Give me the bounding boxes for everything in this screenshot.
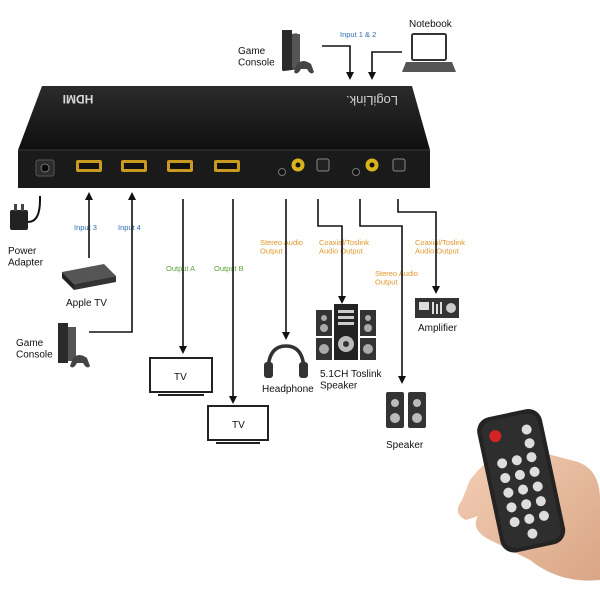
notebook-label: Notebook (409, 19, 453, 30)
arrow-speaker (359, 199, 406, 384)
hdmi-port (214, 160, 240, 172)
game-console-icon (58, 323, 90, 368)
apple-tv-label: Apple TV (66, 298, 107, 309)
tv-1-label: TV (174, 372, 187, 383)
amplifier-icon (415, 298, 459, 318)
tv-icon (207, 405, 269, 444)
game-console-icon (282, 30, 314, 74)
speaker-system-icon (316, 304, 376, 360)
amplifier-label: Amplifier (418, 323, 458, 334)
speaker-pair-icon (386, 392, 426, 428)
arrow-input-1 (322, 45, 354, 80)
tv-icon (149, 357, 213, 396)
tv-2-label: TV (232, 420, 245, 431)
power-plug-icon (10, 196, 41, 230)
speaker-label: Speaker (386, 440, 424, 451)
hdmi-port (167, 160, 193, 172)
arrow-51-speaker (317, 199, 346, 304)
hdmi-port (121, 160, 147, 172)
output-a-label: Output A (166, 264, 195, 273)
arrow-amplifier (397, 199, 440, 294)
headphone-label: Headphone (262, 384, 314, 395)
output-b-label: Output B (214, 264, 244, 273)
device-top-label: HDMI (63, 92, 94, 106)
input-4-label: Input 4 (118, 223, 141, 232)
input-1-2-label: Input 1 & 2 (340, 30, 376, 39)
hdmi-port (76, 160, 102, 172)
input-3-label: Input 3 (74, 223, 97, 232)
brand-logo: LogiLink. (346, 93, 398, 108)
notebook-icon (402, 33, 456, 72)
apple-tv-icon (62, 264, 116, 290)
remote-control-icon (477, 409, 566, 553)
arrow-input-2 (368, 51, 402, 80)
arrow-input-4 (89, 192, 136, 333)
hdmi-switch-device: HDMI LogiLink. (18, 86, 430, 188)
headphone-icon (264, 344, 308, 378)
